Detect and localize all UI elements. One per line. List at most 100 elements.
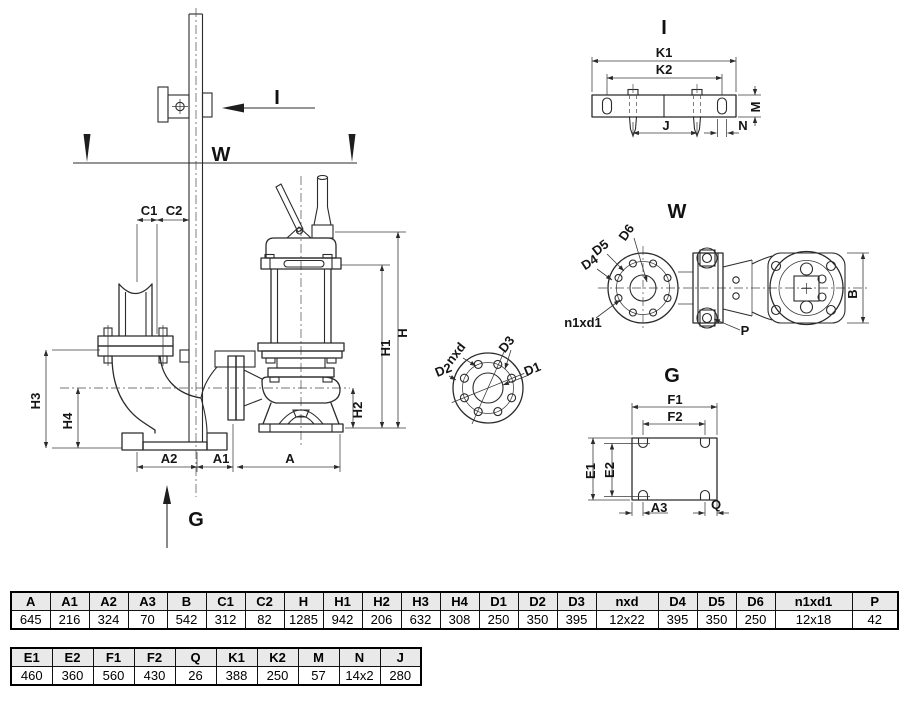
value-F1: 560 bbox=[92, 666, 135, 686]
value-nxd: 12x22 bbox=[595, 610, 659, 630]
dim-label-h: H bbox=[395, 328, 410, 337]
riser-saddle bbox=[97, 283, 174, 366]
dim-label-f2: F2 bbox=[667, 409, 682, 424]
col-header-J: J bbox=[379, 647, 422, 667]
view-w bbox=[595, 237, 869, 331]
view-g bbox=[588, 403, 729, 516]
value-B: 542 bbox=[166, 610, 207, 630]
dim-label-d6: D6 bbox=[615, 221, 637, 243]
col-header-P: P bbox=[851, 591, 899, 611]
value-E2: 360 bbox=[51, 666, 94, 686]
value-D5: 350 bbox=[696, 610, 737, 630]
value-D1: 250 bbox=[478, 610, 519, 630]
dim-label-m: M bbox=[748, 102, 763, 113]
col-header-D2: D2 bbox=[517, 591, 558, 611]
dim-label-h4: H4 bbox=[60, 412, 75, 429]
dim-a2-a1-a bbox=[136, 424, 341, 472]
col-header-A1: A1 bbox=[49, 591, 90, 611]
view-i bbox=[591, 57, 761, 138]
value-P: 42 bbox=[851, 610, 899, 630]
col-header-H1: H1 bbox=[322, 591, 363, 611]
section-arrow-i bbox=[222, 103, 315, 113]
col-header-E2: E2 bbox=[51, 647, 94, 667]
value-D3: 395 bbox=[556, 610, 597, 630]
col-header-A3: A3 bbox=[127, 591, 168, 611]
technical-drawing: IWGIWGC1C2A2A1AH3H4H2H1HK1K2JNMD6D5D4n1x… bbox=[28, 8, 869, 548]
value-H2: 206 bbox=[361, 610, 402, 630]
water-level-label: W bbox=[212, 144, 231, 166]
value-H4: 308 bbox=[439, 610, 480, 630]
col-header-N: N bbox=[338, 647, 381, 667]
value-D4: 395 bbox=[657, 610, 698, 630]
dim-label-b: B bbox=[845, 289, 860, 298]
col-header-H4: H4 bbox=[439, 591, 480, 611]
dim-label-a: A bbox=[285, 451, 295, 466]
col-header-D1: D1 bbox=[478, 591, 519, 611]
col-header-A: A bbox=[10, 591, 51, 611]
col-header-D4: D4 bbox=[657, 591, 698, 611]
value-A1: 216 bbox=[49, 610, 90, 630]
value-D2: 350 bbox=[517, 610, 558, 630]
dim-label-k1: K1 bbox=[656, 45, 673, 60]
col-header-H2: H2 bbox=[361, 591, 402, 611]
dim-label-q: Q bbox=[711, 497, 721, 512]
dim-label-a3: A3 bbox=[651, 500, 668, 515]
value-Q: 26 bbox=[174, 666, 217, 686]
dim-c1-c2 bbox=[136, 217, 190, 334]
value-N: 14x2 bbox=[338, 666, 381, 686]
col-header-C1: C1 bbox=[205, 591, 246, 611]
top-bracket bbox=[157, 86, 213, 123]
bottom-arrow-g bbox=[163, 485, 171, 548]
col-header-D3: D3 bbox=[556, 591, 597, 611]
view-g-title: G bbox=[664, 365, 680, 387]
view-i-title: I bbox=[661, 17, 667, 39]
value-A2: 324 bbox=[88, 610, 129, 630]
dim-label-c2: C2 bbox=[166, 203, 183, 218]
dim-h-h1-h2 bbox=[335, 231, 406, 429]
dim-label-h1: H1 bbox=[378, 340, 393, 357]
dim-label-f1: F1 bbox=[667, 392, 682, 407]
dim-label-a2: A2 bbox=[161, 451, 178, 466]
col-header-H3: H3 bbox=[400, 591, 441, 611]
col-header-D5: D5 bbox=[696, 591, 737, 611]
dim-label-d1: D1 bbox=[522, 359, 543, 379]
value-H: 1285 bbox=[283, 610, 324, 630]
value-J: 280 bbox=[379, 666, 422, 686]
section-arrow-i-label: I bbox=[274, 87, 280, 109]
dim-label-n: N bbox=[738, 118, 747, 133]
col-header-C2: C2 bbox=[244, 591, 285, 611]
value-C1: 312 bbox=[205, 610, 246, 630]
pump-unit bbox=[257, 174, 345, 446]
pump-top-view bbox=[767, 250, 846, 326]
dim-label-d3: D3 bbox=[495, 333, 517, 355]
value-n1xd1: 12x18 bbox=[774, 610, 853, 630]
main-installation-view bbox=[43, 8, 406, 548]
value-E1: 460 bbox=[10, 666, 53, 686]
dim-label-e2: E2 bbox=[602, 462, 617, 478]
value-D6: 250 bbox=[735, 610, 776, 630]
col-header-nxd: nxd bbox=[595, 591, 659, 611]
value-K1: 388 bbox=[215, 666, 258, 686]
value-C2: 82 bbox=[244, 610, 285, 630]
value-F2: 430 bbox=[133, 666, 176, 686]
col-header-H: H bbox=[283, 591, 324, 611]
col-header-D6: D6 bbox=[735, 591, 776, 611]
dim-label-d2: D2 bbox=[433, 360, 454, 380]
col-header-Q: Q bbox=[174, 647, 217, 667]
dim-label-n1xd1: n1xd1 bbox=[564, 315, 602, 330]
col-header-K1: K1 bbox=[215, 647, 258, 667]
dim-label-h3: H3 bbox=[28, 393, 43, 410]
col-header-M: M bbox=[297, 647, 340, 667]
col-header-F2: F2 bbox=[133, 647, 176, 667]
bottom-arrow-g-label: G bbox=[188, 509, 204, 531]
col-header-B: B bbox=[166, 591, 207, 611]
value-K2: 250 bbox=[256, 666, 299, 686]
outlet-flange-top-view bbox=[607, 252, 679, 324]
view-w-title: W bbox=[668, 201, 687, 223]
